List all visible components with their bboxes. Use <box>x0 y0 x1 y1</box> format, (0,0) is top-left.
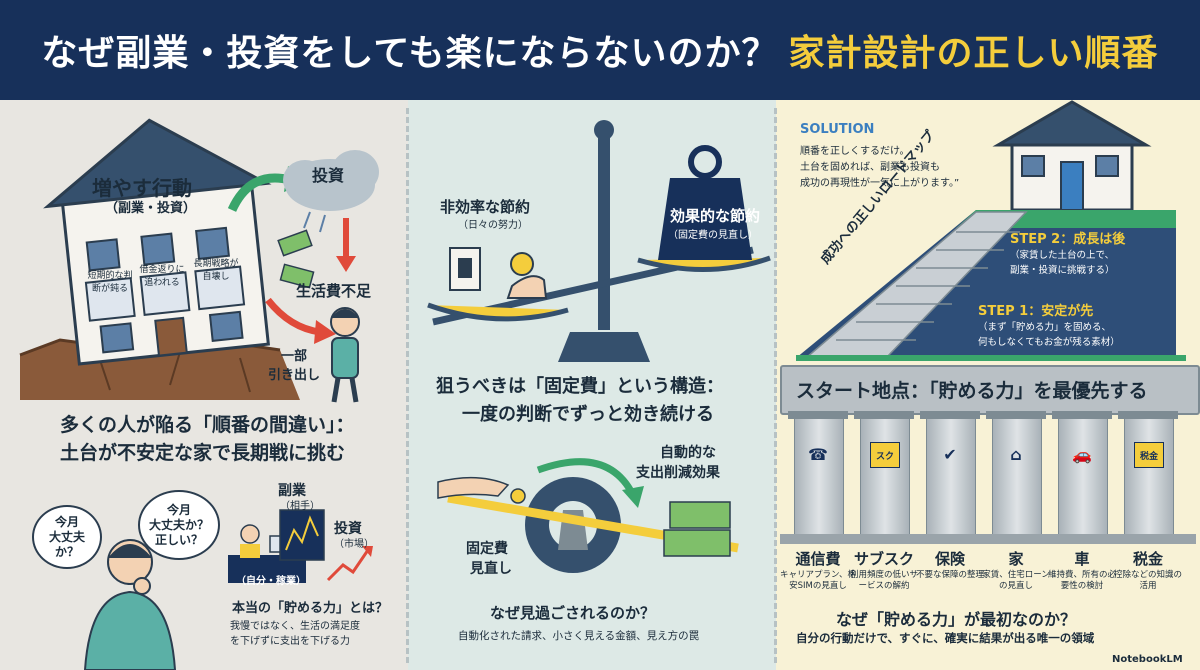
window-label-1: 短期的な判断が鈍る <box>87 271 133 294</box>
pillar-label: 通信費 <box>795 550 841 568</box>
pillar-cap <box>854 411 914 419</box>
pillar-base <box>780 534 1196 544</box>
mid-headline-1: 狙うべきは「固定費」という構造： <box>436 376 724 397</box>
thought-bubble-1: 今月 大丈夫 か？ <box>32 505 102 569</box>
left-headline-2: 土台が不安定な家で長期戦に挑む <box>60 442 346 464</box>
ineff-sub: （日々の努力） <box>458 220 528 231</box>
pillar-label: 車 <box>1074 550 1090 568</box>
pillar-column <box>926 411 976 534</box>
house-subtitle: （副業・投資） <box>105 201 197 216</box>
pillar-description: 控除などの知識の活用 <box>1113 570 1182 592</box>
step-2-title: STEP 2：成長は後 <box>1010 232 1126 247</box>
solution-line-3: 成功の再現性が一気に上がります。” <box>800 178 960 189</box>
cloud-label: 投資 <box>312 166 345 185</box>
invest-label: 投資 <box>334 521 362 537</box>
answer-line-1: 我慢ではなく、生活の満足度 <box>230 621 360 632</box>
solution-line-1: 順番を正しくするだけ。 <box>800 146 910 157</box>
pillar-cap <box>1118 411 1178 419</box>
foundation-beam <box>780 365 1200 415</box>
step-2-line-1: （家賃した土台の上で、 <box>1010 250 1115 261</box>
why-overlooked-title: なぜ見過ごされるのか？ <box>490 604 656 622</box>
window-label-2: 借金返りに追われる <box>139 265 185 288</box>
why-first-title: なぜ「貯める力」が最初なのか？ <box>836 610 1077 629</box>
gear-seesaw-illustration <box>437 458 739 573</box>
shield-check-icon: ✔ <box>943 444 957 464</box>
side-job-label: 副業 <box>278 483 306 499</box>
page-title: なぜ副業・投資をしても楽にならないのか？ <box>41 33 779 74</box>
car-icon: 🚗 <box>1072 444 1092 464</box>
header-banner: なぜ副業・投資をしても楽にならないのか？ 家計設計の正しい順番 <box>0 0 1200 100</box>
page-title-accent: 家計設計の正しい順番 <box>788 33 1159 74</box>
pillar-description: 利用頻度の低いサービスの解約 <box>849 570 918 592</box>
subscription-icon: スク <box>870 442 900 468</box>
house-icon: ⌂ <box>1010 444 1022 464</box>
pillar-column <box>794 411 844 534</box>
fixed-label-1: 固定費 <box>466 541 508 557</box>
why-first-sub: 自分の行動だけで、すぐに、確実に結果が出る唯一の領域 <box>796 631 1095 645</box>
pillar-description: 家賃、住宅ローンの見直し <box>982 570 1050 592</box>
pillar-cap <box>788 411 848 419</box>
unstable-house-illustration <box>19 118 379 403</box>
pillar-column <box>860 411 910 534</box>
ineff-title: 非効率な節約 <box>440 198 531 216</box>
why-overlooked-sub: 自動化された請求、小さく見える金額、見え方の罠 <box>458 630 700 642</box>
left-headline-1: 多くの人が陥る「順番の間違い」： <box>60 414 355 436</box>
divider-left <box>406 108 409 663</box>
pillar-column <box>1058 411 1108 534</box>
question-label: 本当の「貯める力」とは？ <box>232 601 389 616</box>
mid-headline-2: 一度の判断でずっと効き続ける <box>462 404 714 425</box>
answer-line-2: を下げずに支出を下げる力 <box>230 636 350 647</box>
pillar-label: 家 <box>1008 550 1024 568</box>
solution-label: SOLUTION <box>800 122 875 137</box>
brand-label: NotebookLM <box>1112 654 1183 665</box>
side-job-sub: （相手） <box>280 501 320 512</box>
start-point-label: スタート地点：「貯める力」を最優先する <box>796 380 1148 402</box>
pillar-label: 税金 <box>1132 550 1163 568</box>
pillar-cap <box>986 411 1046 419</box>
pillar-label: サブスク <box>853 550 914 568</box>
auto-label-2: 支出削減効果 <box>636 465 720 481</box>
phone-icon: ☎ <box>808 444 828 464</box>
auto-label-1: 自動的な <box>660 445 716 461</box>
step-1-box: STEP 1：安定が先 （まず「貯める力」を固める、 何もしなくてもお金が残る素… <box>978 300 1120 350</box>
pillar-description: 不要な保障の整理 <box>915 570 984 580</box>
step-1-line-1: （まず「貯める力」を固める、 <box>978 322 1112 333</box>
tax-icon: 税金 <box>1134 442 1164 468</box>
fixed-label-2: 見直し <box>470 561 512 577</box>
pillar-description: 維持費、所有の必要性の検討 <box>1047 570 1116 592</box>
roadmap-stairs-illustration <box>796 100 1186 361</box>
self-label: （自分・稼業） <box>236 576 306 587</box>
solution-line-2: 土台を固めれば、副業も投資も <box>800 162 940 173</box>
eff-title: 効果的な節約 <box>670 207 761 225</box>
eff-sub: （固定費の見直し） <box>668 230 758 241</box>
balance-scale-illustration <box>427 120 771 362</box>
pillar-label: 保険 <box>934 550 965 568</box>
side-job-invest-illustration <box>228 509 373 583</box>
window-label-3: 長期戦略が自壊し <box>193 259 239 282</box>
pillar-cap <box>1052 411 1112 419</box>
thought-bubble-2: 今月 大丈夫か？ 正しい？ <box>138 490 220 560</box>
pillar-column <box>1124 411 1174 534</box>
pillar-column <box>992 411 1042 534</box>
step-2-line-2: 副業・投資に挑戦する） <box>1010 265 1115 277</box>
divider-right <box>774 108 777 663</box>
house-title: 増やす行動 <box>92 176 192 200</box>
storm-cloud <box>283 150 379 211</box>
thinking-person-illustration <box>83 539 177 670</box>
pillar-cap <box>920 411 980 419</box>
step-1-title: STEP 1：安定が先 <box>978 304 1094 319</box>
pillar-description: キャリアプラン、格安SIMの見直し <box>780 570 856 592</box>
step-1-line-2: 何もしなくてもお金が残る素材） <box>978 337 1120 349</box>
step-2-box: STEP 2：成長は後 （家賃した土台の上で、 副業・投資に挑戦する） <box>1010 228 1125 278</box>
partial-withdraw-label: 一部 引き出し <box>268 349 321 383</box>
living-shortage-label: 生活費不足 <box>296 282 372 300</box>
invest-sub: （市場） <box>334 539 374 550</box>
